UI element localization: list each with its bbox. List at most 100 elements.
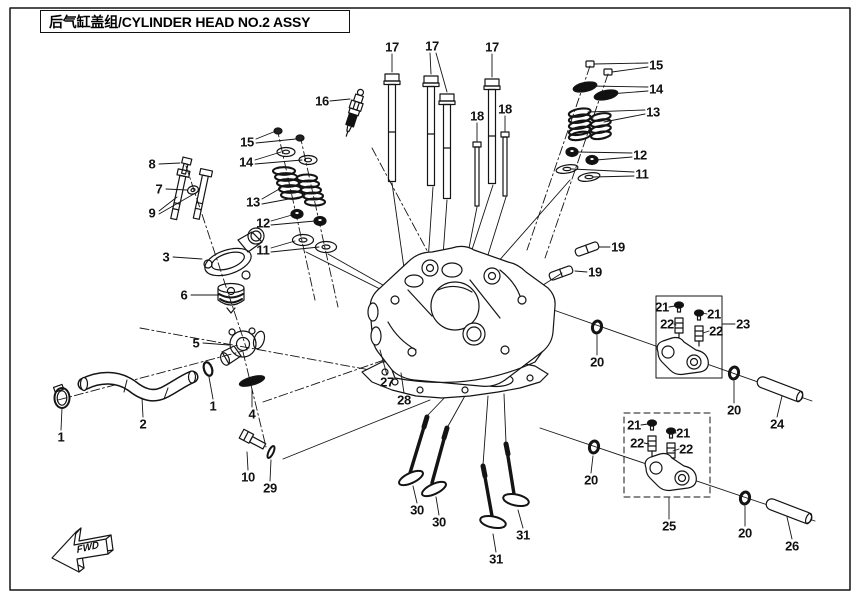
callout-4: 4 <box>248 406 256 422</box>
leader-line <box>590 86 648 87</box>
part-water-hose <box>81 371 196 399</box>
part-oring-hose <box>202 361 214 377</box>
leader-line <box>142 398 143 417</box>
part-orings-20 <box>588 320 750 505</box>
callout-8: 8 <box>148 156 156 172</box>
part-spark-plug <box>341 88 368 138</box>
callout-1: 1 <box>209 398 217 414</box>
leader-line <box>262 196 305 204</box>
part-valve-springs-left <box>273 128 337 253</box>
callout-10: 10 <box>241 469 255 485</box>
callout-17: 17 <box>385 39 399 55</box>
callout-13: 13 <box>246 194 260 210</box>
part-rocker-shaft-26 <box>765 497 814 524</box>
part-thermostat <box>218 284 244 314</box>
leader-line <box>787 517 792 539</box>
leader-line <box>436 497 439 515</box>
callout-22: 22 <box>630 435 644 451</box>
callout-leader-lines <box>61 53 792 552</box>
page-title: 后气缸盖组/CYLINDER HEAD NO.2 ASSY <box>49 13 311 30</box>
leader-line <box>575 271 587 272</box>
leader-line <box>596 157 632 160</box>
callout-21: 21 <box>676 425 690 441</box>
part-rocker-shaft-24 <box>756 375 805 402</box>
leader-line <box>61 408 62 430</box>
leader-line <box>671 432 676 433</box>
part-bolt-8 <box>179 157 192 175</box>
leader-line <box>604 114 645 122</box>
callout-9: 9 <box>148 205 156 221</box>
leader-line <box>612 67 648 72</box>
leader-line <box>572 169 634 172</box>
callout-11: 11 <box>635 166 649 182</box>
callout-20: 20 <box>584 472 598 488</box>
part-valves <box>397 417 530 530</box>
leader-line <box>173 257 202 259</box>
leader-line <box>209 377 213 399</box>
page-border <box>10 8 850 590</box>
callout-3: 3 <box>162 249 170 265</box>
part-thermostat-cover <box>201 228 264 281</box>
part-union-bolt <box>239 429 267 450</box>
callout-7: 7 <box>155 181 163 197</box>
callout-24: 24 <box>770 416 784 432</box>
part-rocker-assy-upper <box>656 296 722 378</box>
leader-line <box>255 160 302 164</box>
callout-25: 25 <box>662 518 676 534</box>
leader-line <box>401 373 404 393</box>
part-hose-clamp <box>54 384 70 408</box>
callout-30: 30 <box>432 514 446 530</box>
callout-11: 11 <box>256 242 270 258</box>
leader-line <box>256 139 296 143</box>
leader-line <box>380 350 387 375</box>
leader-line <box>673 449 679 451</box>
callout-31: 31 <box>516 527 530 543</box>
callout-22: 22 <box>660 316 674 332</box>
leader-line <box>271 215 292 221</box>
callout-16: 16 <box>315 93 329 109</box>
leader-line <box>588 110 645 112</box>
leader-line <box>159 163 180 164</box>
leader-line <box>609 91 648 94</box>
leader-line <box>413 486 417 503</box>
part-washer-7 <box>187 185 200 196</box>
leader-line <box>518 510 523 528</box>
callout-12: 12 <box>256 215 270 231</box>
callout-20: 20 <box>590 354 604 370</box>
part-gasket-oval <box>238 374 265 389</box>
axis-lines <box>283 180 815 521</box>
title-box: 后气缸盖组/CYLINDER HEAD NO.2 ASSY <box>40 10 350 33</box>
callout-20: 20 <box>727 402 741 418</box>
callout-21: 21 <box>627 417 641 433</box>
leader-line <box>271 221 315 225</box>
part-studs <box>473 132 509 206</box>
fwd-label: FWD <box>76 540 99 556</box>
callout-14: 14 <box>649 81 663 97</box>
callout-28: 28 <box>397 392 411 408</box>
callout-29: 29 <box>263 480 277 496</box>
callout-5: 5 <box>192 335 200 351</box>
leader-line <box>641 424 648 425</box>
leader-line <box>669 306 675 307</box>
callout-21: 21 <box>655 299 669 315</box>
callout-12: 12 <box>633 147 647 163</box>
leader-line <box>644 443 649 444</box>
part-valve-springs-right <box>555 61 618 183</box>
leader-line <box>203 343 229 345</box>
leader-line <box>159 197 177 211</box>
callout-19: 19 <box>588 264 602 280</box>
callout-19: 19 <box>611 239 625 255</box>
callout-14: 14 <box>239 154 253 170</box>
callout-30: 30 <box>410 502 424 518</box>
callout-18: 18 <box>498 101 512 117</box>
bolt-guide-lines <box>392 183 506 465</box>
leader-line <box>256 131 276 139</box>
callout-13: 13 <box>646 104 660 120</box>
leader-line <box>270 460 271 481</box>
leader-line <box>703 331 709 333</box>
callout-22: 22 <box>709 323 723 339</box>
leader-line <box>166 189 187 190</box>
callout-26: 26 <box>785 538 799 554</box>
part-head-bolts <box>384 74 500 199</box>
